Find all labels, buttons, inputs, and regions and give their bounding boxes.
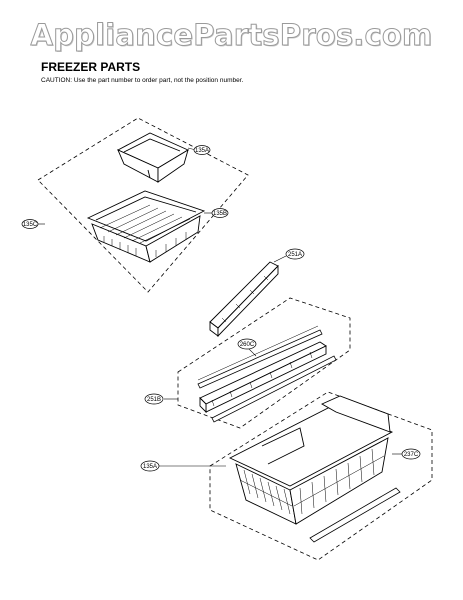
callout-label: 135C [23, 222, 38, 228]
callout-label: 135A [195, 148, 209, 154]
caution-note: CAUTION: Use the part number to order pa… [41, 77, 244, 84]
lower-basket [228, 395, 394, 525]
small-bin [116, 132, 189, 183]
callout-label: 251A [288, 252, 302, 258]
rail-cover [197, 325, 323, 389]
callout-label: 260C [240, 342, 255, 348]
rail-frame [199, 341, 327, 414]
middle-rail-group [177, 297, 351, 429]
callout-rail-cover: 260C [237, 338, 257, 357]
large-basket [86, 190, 206, 263]
callout-rail-frame: 251B [144, 393, 178, 405]
upper-bin-group [37, 117, 249, 293]
rail-strip [211, 355, 337, 423]
callout-label: 135B [213, 211, 227, 217]
site-watermark: AppliancePartsPros.com [30, 18, 433, 53]
callout-label: 135A [143, 464, 157, 470]
guide-rail [309, 487, 401, 543]
page-title: FREEZER PARTS [41, 60, 141, 74]
callout-small-bin: 135A [187, 145, 211, 155]
callout-label: 251B [147, 397, 161, 403]
callout-group-a: 135C [21, 219, 45, 229]
callout-guide-rail: 237C [392, 448, 421, 460]
callout-large-basket: 135B [204, 208, 229, 218]
callout-label: 237C [404, 452, 419, 458]
callout-lower-basket: 135A [140, 460, 226, 472]
rail-251a [209, 261, 279, 338]
callout-rail: 251A [273, 248, 305, 263]
